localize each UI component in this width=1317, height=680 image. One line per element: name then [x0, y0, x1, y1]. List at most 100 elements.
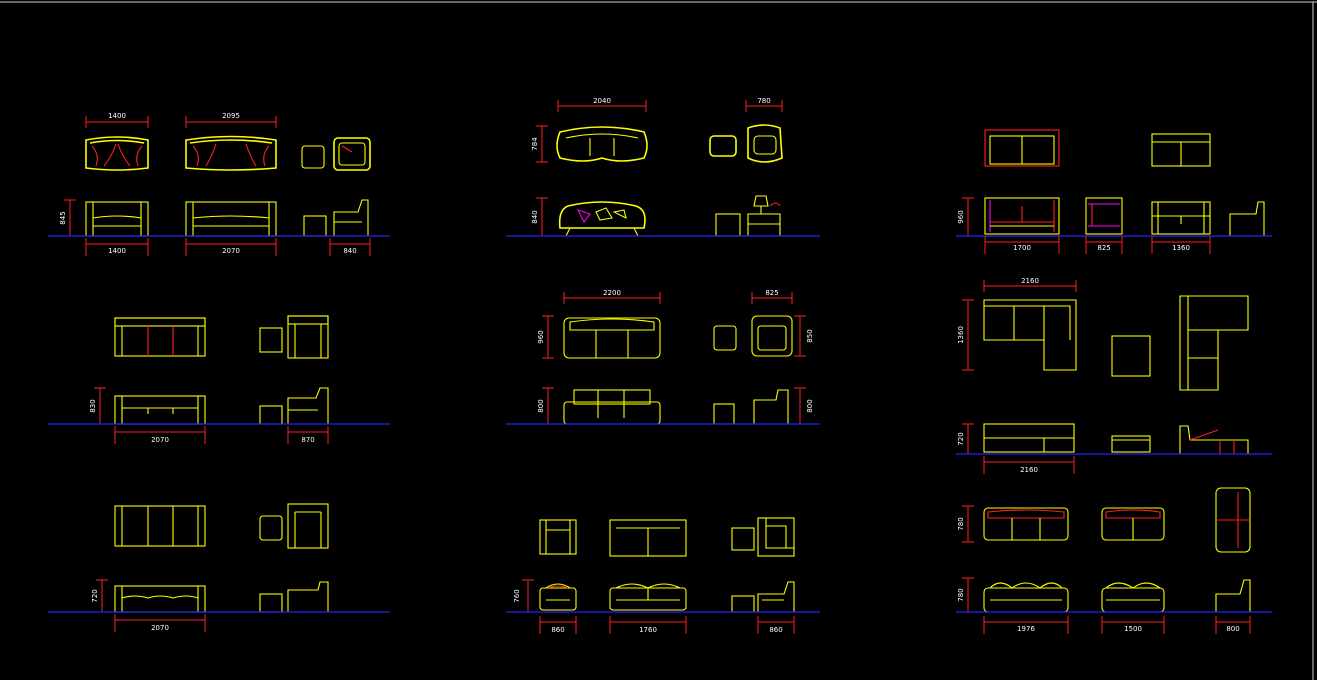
- dim-g1-bottom-sofa: 2070: [185, 238, 277, 256]
- armchair-side: [757, 581, 795, 613]
- ottoman-side: [731, 595, 755, 613]
- ottoman-side: [259, 405, 283, 425]
- dim-label: 780: [957, 517, 965, 530]
- dim-g4-side-height: 840: [531, 197, 548, 237]
- sofa-plan: [114, 505, 206, 547]
- dim-g1-side-height: 845: [59, 199, 76, 237]
- group-4-curved-sofas: 2040 780 784 840: [506, 97, 820, 237]
- dim-label: 960: [537, 330, 545, 343]
- loveseat-plan: [85, 136, 149, 171]
- sofa-plan: [983, 507, 1069, 541]
- dim-g1-bottom-chair: 840: [329, 238, 371, 256]
- sofa-side-framed: [1085, 197, 1123, 235]
- armchair-side-with-lamp: [747, 195, 781, 236]
- armchair-side: [287, 581, 329, 613]
- dim-g9-height: 780: [957, 577, 974, 613]
- dim-g7-height: 960: [957, 197, 974, 237]
- dim-g6-chair2-width: 860: [757, 616, 795, 634]
- ottoman-plan: [259, 327, 283, 353]
- ottoman-side: [303, 215, 327, 237]
- ottoman-plan: [713, 325, 737, 351]
- dim-g2-sofa-width: 2070: [114, 426, 206, 444]
- sofa-front: [563, 389, 661, 425]
- dim-label: 1976: [1017, 625, 1035, 633]
- ottoman-plan: [259, 515, 283, 541]
- armchair-plan: [287, 503, 329, 549]
- sofa-plan-red-frame: [984, 129, 1060, 167]
- dim-g6-sofa-width: 1760: [609, 616, 687, 634]
- sectional-front: [983, 423, 1075, 453]
- dim-label: 825: [1097, 244, 1110, 252]
- dim-g6-chair-width: 860: [539, 616, 577, 634]
- chair-plan-rotated: [1215, 487, 1251, 553]
- dim-g9-width-b: 1500: [1101, 616, 1165, 634]
- dim-g4-top-chair: 780: [745, 97, 783, 112]
- dim-label: 720: [91, 589, 99, 602]
- armchair-plan: [757, 517, 795, 557]
- dim-g5-top-width: 2200: [563, 289, 661, 304]
- group-8-sectional-sofas: 2160 1360 720: [956, 277, 1272, 474]
- sofa-plan: [1151, 133, 1211, 167]
- sofa-front: [1151, 201, 1211, 235]
- dim-label: 780: [757, 97, 770, 105]
- ottoman-side: [1111, 435, 1151, 453]
- dim-label: 800: [537, 399, 545, 412]
- dim-label: 2160: [1021, 277, 1039, 285]
- dim-label: 2200: [603, 289, 621, 297]
- dim-g4-top-depth: 784: [531, 125, 548, 163]
- dim-label: 760: [513, 589, 521, 602]
- ottoman-side: [713, 403, 735, 425]
- sofa-front-framed: [984, 197, 1060, 235]
- dim-label: 1400: [108, 112, 126, 120]
- dim-g2-chair-width: 870: [287, 426, 329, 444]
- group-7-framed-sofas: 960 1700 825 136: [956, 129, 1272, 254]
- chair-side: [1215, 579, 1251, 613]
- sofa-plan: [556, 126, 648, 162]
- sectional-plan-rotated: [1179, 295, 1249, 391]
- dim-label: 780: [957, 588, 965, 601]
- dim-g1-bottom-loveseat: 1400: [85, 238, 149, 256]
- dim-g9-width-c: 800: [1215, 616, 1251, 634]
- armchair-side: [753, 389, 789, 425]
- dim-g8-bottom-width: 2160: [983, 456, 1075, 474]
- dim-label: 2070: [222, 247, 240, 255]
- armchair-plan: [287, 315, 329, 359]
- ottoman-plan: [709, 135, 737, 157]
- ottoman-plan: [731, 527, 755, 551]
- dim-g7-width-a: 1700: [984, 236, 1060, 254]
- ottoman-side: [715, 213, 741, 237]
- dim-label: 720: [957, 432, 965, 445]
- dim-label: 2070: [151, 436, 169, 444]
- chair-plan: [539, 519, 577, 555]
- sofa-front: [558, 201, 646, 237]
- armchair-side: [287, 387, 329, 425]
- sofa-front: [609, 583, 687, 611]
- loveseat-plan: [1101, 507, 1165, 541]
- dim-label: 800: [1226, 625, 1239, 633]
- sectional-side: [1179, 425, 1249, 455]
- dim-label: 850: [806, 329, 814, 342]
- dim-g5-chair-height: 800: [794, 387, 814, 425]
- dim-label: 2095: [222, 112, 240, 120]
- dim-g8-height: 720: [957, 423, 974, 455]
- dim-g5-top-chair: 825: [751, 289, 793, 304]
- dim-label: 860: [769, 626, 782, 634]
- dim-g5-side-height: 800: [537, 387, 554, 425]
- ottoman-plan: [301, 145, 325, 169]
- dim-g4-top-width: 2040: [557, 97, 647, 112]
- group-1-classic-sofas: 1400 2095 845: [48, 112, 390, 256]
- sofa-plan: [563, 317, 661, 359]
- dim-label: 2160: [1020, 466, 1038, 474]
- dim-g7-width-b: 825: [1085, 236, 1123, 254]
- ottoman-plan: [1111, 335, 1151, 377]
- dim-g7-width-c: 1360: [1151, 236, 1211, 254]
- dim-label: 1360: [1172, 244, 1190, 252]
- dim-label: 825: [765, 289, 778, 297]
- dim-label: 1400: [108, 247, 126, 255]
- dim-g3-side-height: 720: [91, 579, 108, 613]
- sofa-plan: [609, 519, 687, 557]
- dim-label: 1500: [1124, 625, 1142, 633]
- armchair-plan: [333, 137, 371, 171]
- armchair-side: [333, 199, 369, 237]
- sofa-front: [114, 585, 206, 613]
